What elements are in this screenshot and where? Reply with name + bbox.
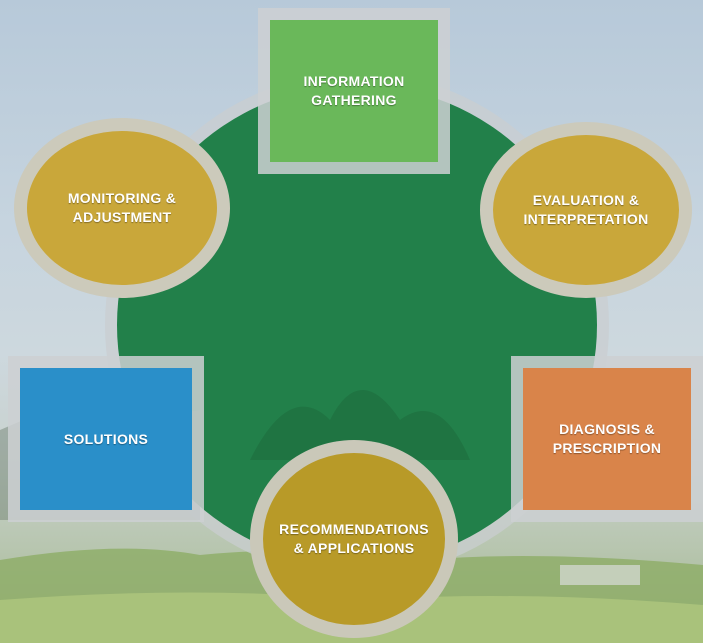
step-label: EVALUATION & INTERPRETATION — [523, 192, 649, 227]
step-label: DIAGNOSIS & PRESCRIPTION — [552, 421, 662, 456]
step-evaluation-interpretation: EVALUATION & INTERPRETATION — [480, 122, 692, 298]
step-information-gathering: INFORMATION GATHERING — [258, 8, 450, 174]
distant-building — [560, 565, 640, 585]
step-label: MONITORING & ADJUSTMENT — [67, 190, 177, 225]
step-fill — [20, 368, 192, 510]
step-label: RECOMMENDATIONS & APPLICATIONS — [279, 521, 429, 556]
step-recommendations-applications: RECOMMENDATIONS & APPLICATIONS — [250, 440, 458, 638]
cycle-disc — [117, 85, 597, 565]
tree-silhouette — [250, 390, 470, 460]
step-label: SOLUTIONS — [63, 430, 149, 447]
step-label: INFORMATION GATHERING — [303, 73, 405, 108]
step-monitoring-adjustment: MONITORING & ADJUSTMENT — [14, 118, 230, 298]
step-solutions: SOLUTIONS — [8, 356, 204, 522]
step-diagnosis-prescription: DIAGNOSIS & PRESCRIPTION — [511, 356, 703, 522]
step-fill — [270, 20, 438, 162]
step-fill — [523, 368, 691, 510]
